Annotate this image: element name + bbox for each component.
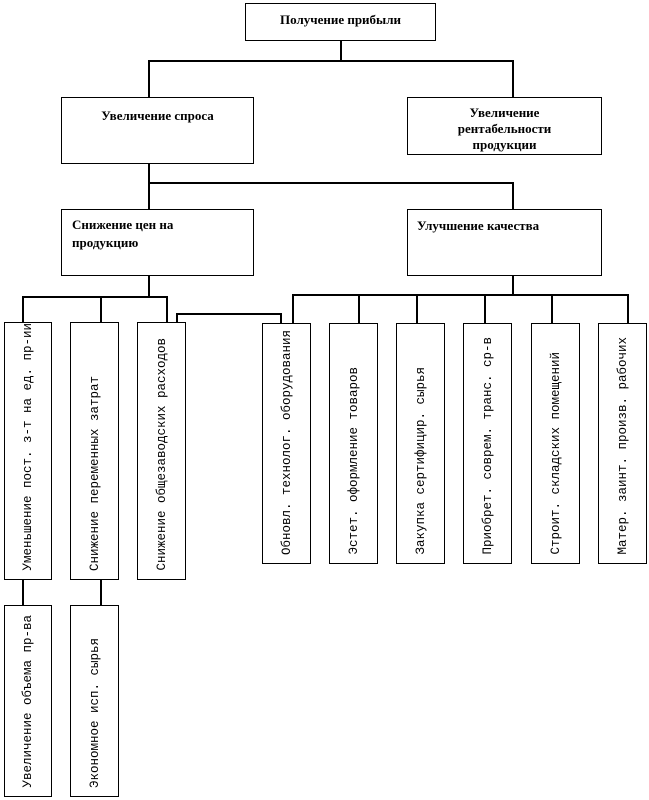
- connector: [22, 296, 167, 298]
- node-label: Увеличение рентабельности продукции: [457, 105, 552, 152]
- leaf-node: Эстет. оформление товаров: [329, 323, 378, 564]
- node-demand: Увеличение спроса: [61, 97, 254, 164]
- connector: [292, 294, 294, 323]
- node-quality: Улучшение качества: [407, 209, 602, 276]
- leaf-label: Экономное исп. сырья: [87, 637, 102, 788]
- connector: [148, 60, 150, 97]
- leaf-node: Строит. складских помещений: [531, 323, 580, 564]
- leaf-node: Уменьшение пост. з-т на ед. пр-ии: [4, 322, 52, 580]
- leaf-label: Строит. складских помещений: [548, 352, 563, 555]
- connector: [512, 276, 514, 294]
- connector: [512, 60, 514, 97]
- leaf-label: Эстет. оформление товаров: [346, 367, 361, 555]
- leaf-label: Матер. заинт. произв. рабочих: [615, 337, 630, 555]
- connector: [484, 294, 486, 323]
- root-node: Получение прибыли: [245, 3, 436, 41]
- connector: [22, 296, 24, 322]
- connector: [416, 294, 418, 323]
- connector: [176, 313, 281, 315]
- leaf-node: Экономное исп. сырья: [70, 605, 119, 797]
- leaf-node: Снижение переменных затрат: [70, 322, 119, 580]
- leaf-node: Приобрет. соврем. транс. ср-в: [463, 323, 512, 564]
- connector: [100, 580, 102, 605]
- connector: [148, 164, 150, 209]
- node-profitability: Увеличение рентабельности продукции: [407, 97, 602, 155]
- connector: [166, 296, 168, 322]
- connector: [22, 580, 24, 605]
- connector: [176, 313, 178, 322]
- connector: [292, 294, 628, 296]
- root-label: Получение прибыли: [280, 12, 401, 27]
- connector: [148, 60, 513, 62]
- connector: [512, 182, 514, 209]
- connector: [100, 296, 102, 322]
- leaf-node: Снижение общезаводских расходов: [137, 322, 186, 580]
- connector: [627, 294, 629, 323]
- connector: [340, 41, 342, 60]
- node-price-reduction: Снижение цен на продукцию: [61, 209, 254, 276]
- leaf-node: Увеличение объема пр-ва: [4, 605, 52, 797]
- connector: [148, 276, 150, 296]
- connector: [280, 313, 282, 323]
- leaf-node: Закупка сертифицир. сырья: [396, 323, 445, 564]
- leaf-label: Снижение общезаводских расходов: [154, 338, 169, 571]
- leaf-label: Уменьшение пост. з-т на ед. пр-ии: [21, 323, 35, 571]
- leaf-label: Снижение переменных затрат: [87, 375, 102, 571]
- leaf-label: Закупка сертифицир. сырья: [413, 367, 428, 555]
- leaf-label: Обновл. технолог. оборудования: [279, 329, 294, 555]
- connector: [148, 182, 513, 184]
- leaf-node: Обновл. технолог. оборудования: [262, 323, 311, 564]
- node-label: Снижение цен на продукцию: [72, 217, 174, 250]
- leaf-node: Матер. заинт. произв. рабочих: [598, 323, 647, 564]
- connector: [551, 294, 553, 323]
- node-label: Улучшение качества: [417, 218, 540, 233]
- connector: [358, 294, 360, 323]
- node-label: Увеличение спроса: [101, 108, 214, 123]
- leaf-label: Увеличение объема пр-ва: [21, 615, 35, 788]
- leaf-label: Приобрет. соврем. транс. ср-в: [480, 337, 495, 555]
